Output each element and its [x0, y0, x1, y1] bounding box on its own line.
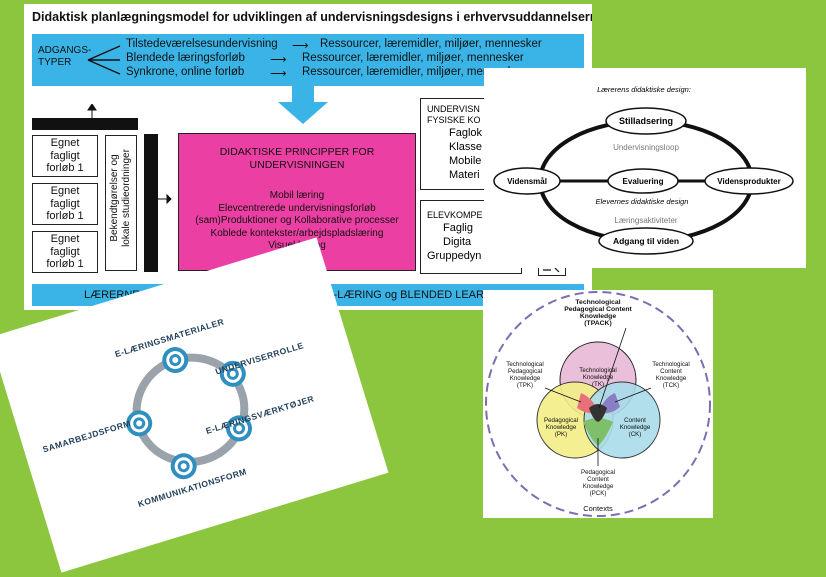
black-bar-vertical [144, 134, 158, 272]
tk-label: Knowledge [583, 374, 614, 381]
forloeb-label: Egnet fagligt forløb 1 [46, 137, 84, 174]
tpack-center [589, 404, 607, 422]
planning-model-panel: Didaktisk planlægningsmodel for udviklin… [24, 4, 592, 310]
svg-text:Vidensprodukter: Vidensprodukter [717, 177, 780, 186]
right-box-line: FYSISKE KO [427, 115, 481, 125]
principle-item: Mobil læring [269, 190, 325, 201]
access-type-label: Blendede læringsforløb [126, 52, 245, 64]
undervisningsloop-label: Undervisningsloop [613, 143, 679, 152]
regulations-box: Bekendtgørelser og lokale studieordninge… [105, 135, 137, 271]
svg-text:Evaluering: Evaluering [623, 177, 664, 186]
tpack-label: Technological [575, 299, 620, 306]
node-vidensprodukter: Vidensprodukter [704, 167, 794, 195]
access-arrow-icon: ⟶ [292, 40, 309, 52]
contexts-label: Contexts [583, 504, 613, 513]
tpack-label: Knowledge [580, 313, 616, 320]
principle-item: Elevcentrerede undervisningsforløb [218, 202, 376, 214]
tpack-pointer-lines [544, 327, 652, 466]
e-learning-ring-diagram: E-LÆRINGSMATERIALERUNDERVISERROLLEE-LÆRI… [41, 316, 315, 509]
tpk-label: Pedagogical [508, 368, 542, 375]
didactic-design-diagram: Lærerens didaktiske design: Stilladserin… [493, 85, 794, 255]
pck-label: (PCK) [590, 490, 607, 497]
pck-label: Pedagogical [581, 469, 615, 476]
ring-node-icon [170, 453, 197, 480]
right-box-line: Materi [449, 169, 480, 181]
principle-item: (sam)Produktioner og Kollaborative proce… [195, 215, 399, 226]
adgangstyper-label: ADGANGS- TYPER [38, 45, 92, 68]
contexts-circle [485, 291, 711, 517]
tk-label: Technological [579, 367, 617, 374]
pck-overlap [583, 418, 613, 446]
laeringsaktiviteter-label: Læringsaktiviteter [614, 216, 677, 225]
ring-node-icon [219, 360, 246, 387]
principle-item: Koblede kontekster/arbejdspladslæring [210, 227, 384, 239]
right-box-line: Faglok [449, 127, 483, 139]
right-box-line: Mobile [449, 155, 482, 167]
ring-node-icon [162, 347, 189, 374]
right-box-line: Digita [443, 236, 472, 248]
tpk-label: Knowledge [510, 375, 541, 382]
right-box-line: ELEVKOMPE [427, 210, 483, 220]
ck-label: (CK) [629, 431, 642, 438]
node-adgang-til-viden: Adgang til viden [598, 227, 694, 255]
branch-arrows [87, 45, 121, 75]
planning-model-title: Didaktisk planlægningsmodel for udviklin… [32, 10, 592, 24]
tck-label: (TCK) [663, 382, 680, 389]
forloeb-label: Egnet fagligt forløb 1 [46, 185, 84, 222]
pedagogical-foundation-label-right: m E-LÆRING og BLENDED LEARN [314, 289, 492, 301]
pck-label: Content [587, 476, 609, 483]
forloeb-box: Egnet fagligt forløb 1 [32, 135, 98, 177]
ring-node-icon [126, 410, 153, 437]
ring-label: SAMARBEJDSFORM [41, 418, 131, 454]
didactic-design-panel: Lærerens didaktiske design: Stilladserin… [484, 68, 806, 268]
tpk-label: (TPK) [517, 382, 533, 389]
ring-node-icon [226, 415, 253, 442]
black-bar-top [32, 118, 138, 130]
access-arrow-icon: ⟶ [270, 54, 287, 66]
tpack-label: (TPACK) [584, 320, 611, 327]
ck-label: Content [624, 417, 646, 424]
access-arrow-icon: ⟶ [270, 68, 287, 80]
access-type-label: Tilstedeværelsesundervisning [126, 38, 278, 50]
svg-text:Adgang til viden: Adgang til viden [613, 236, 679, 246]
node-evaluering: Evaluering [607, 168, 679, 194]
tck-label: Content [660, 368, 682, 375]
svg-text:Vidensmål: Vidensmål [507, 177, 547, 186]
forloeb-box: Egnet fagligt forløb 1 [32, 183, 98, 225]
design-title: Lærerens didaktiske design: [597, 85, 691, 94]
right-box-line: UNDERVISN [427, 104, 480, 114]
regulations-label: Bekendtgørelser og lokale studieordninge… [109, 149, 132, 247]
right-box-line: Faglig [443, 222, 473, 234]
access-resources-label: Ressourcer, læremidler, miljøer, mennesk… [302, 66, 524, 78]
pck-label: Knowledge [583, 483, 614, 490]
tck-label: Knowledge [656, 375, 687, 382]
principles-title: DIDAKTISKE PRINCIPPER FOR UNDERVISNINGEN [219, 146, 375, 171]
access-resources-label: Ressourcer, læremidler, miljøer, mennesk… [320, 38, 542, 50]
right-box-line: Klasse [449, 141, 483, 153]
access-type-label: Synkrone, online forløb [126, 66, 245, 78]
pk-label: (PK) [555, 431, 567, 438]
forloeb-label: Egnet fagligt forløb 1 [46, 233, 84, 270]
svg-text:Stilladsering: Stilladsering [619, 116, 673, 126]
forloeb-box: Egnet fagligt forløb 1 [32, 231, 98, 273]
node-vidensmaal: Vidensmål [493, 167, 561, 195]
access-resources-label: Ressourcer, læremidler, miljøer, mennesk… [302, 52, 524, 64]
tpack-label: Pedagogical Content [564, 306, 632, 313]
right-box-line: Gruppedyn [427, 250, 482, 262]
pk-label: Pedagogical [544, 417, 578, 424]
ring-label: E-LÆRINGSVÆRKTØJER [204, 393, 315, 436]
elevernes-design-label: Elevernes didaktiske design [596, 197, 689, 206]
down-arrow-icon [278, 86, 328, 124]
small-arrow-icon [158, 194, 172, 204]
node-stilladsering: Stilladsering [605, 107, 687, 135]
tpk-label: Technological [506, 361, 544, 368]
ck-label: Knowledge [620, 424, 651, 431]
pk-label: Knowledge [546, 424, 577, 431]
tck-label: Technological [652, 361, 690, 368]
tk-label: (TK) [592, 381, 604, 388]
ring-label: UNDERVISERROLLE [214, 340, 305, 376]
